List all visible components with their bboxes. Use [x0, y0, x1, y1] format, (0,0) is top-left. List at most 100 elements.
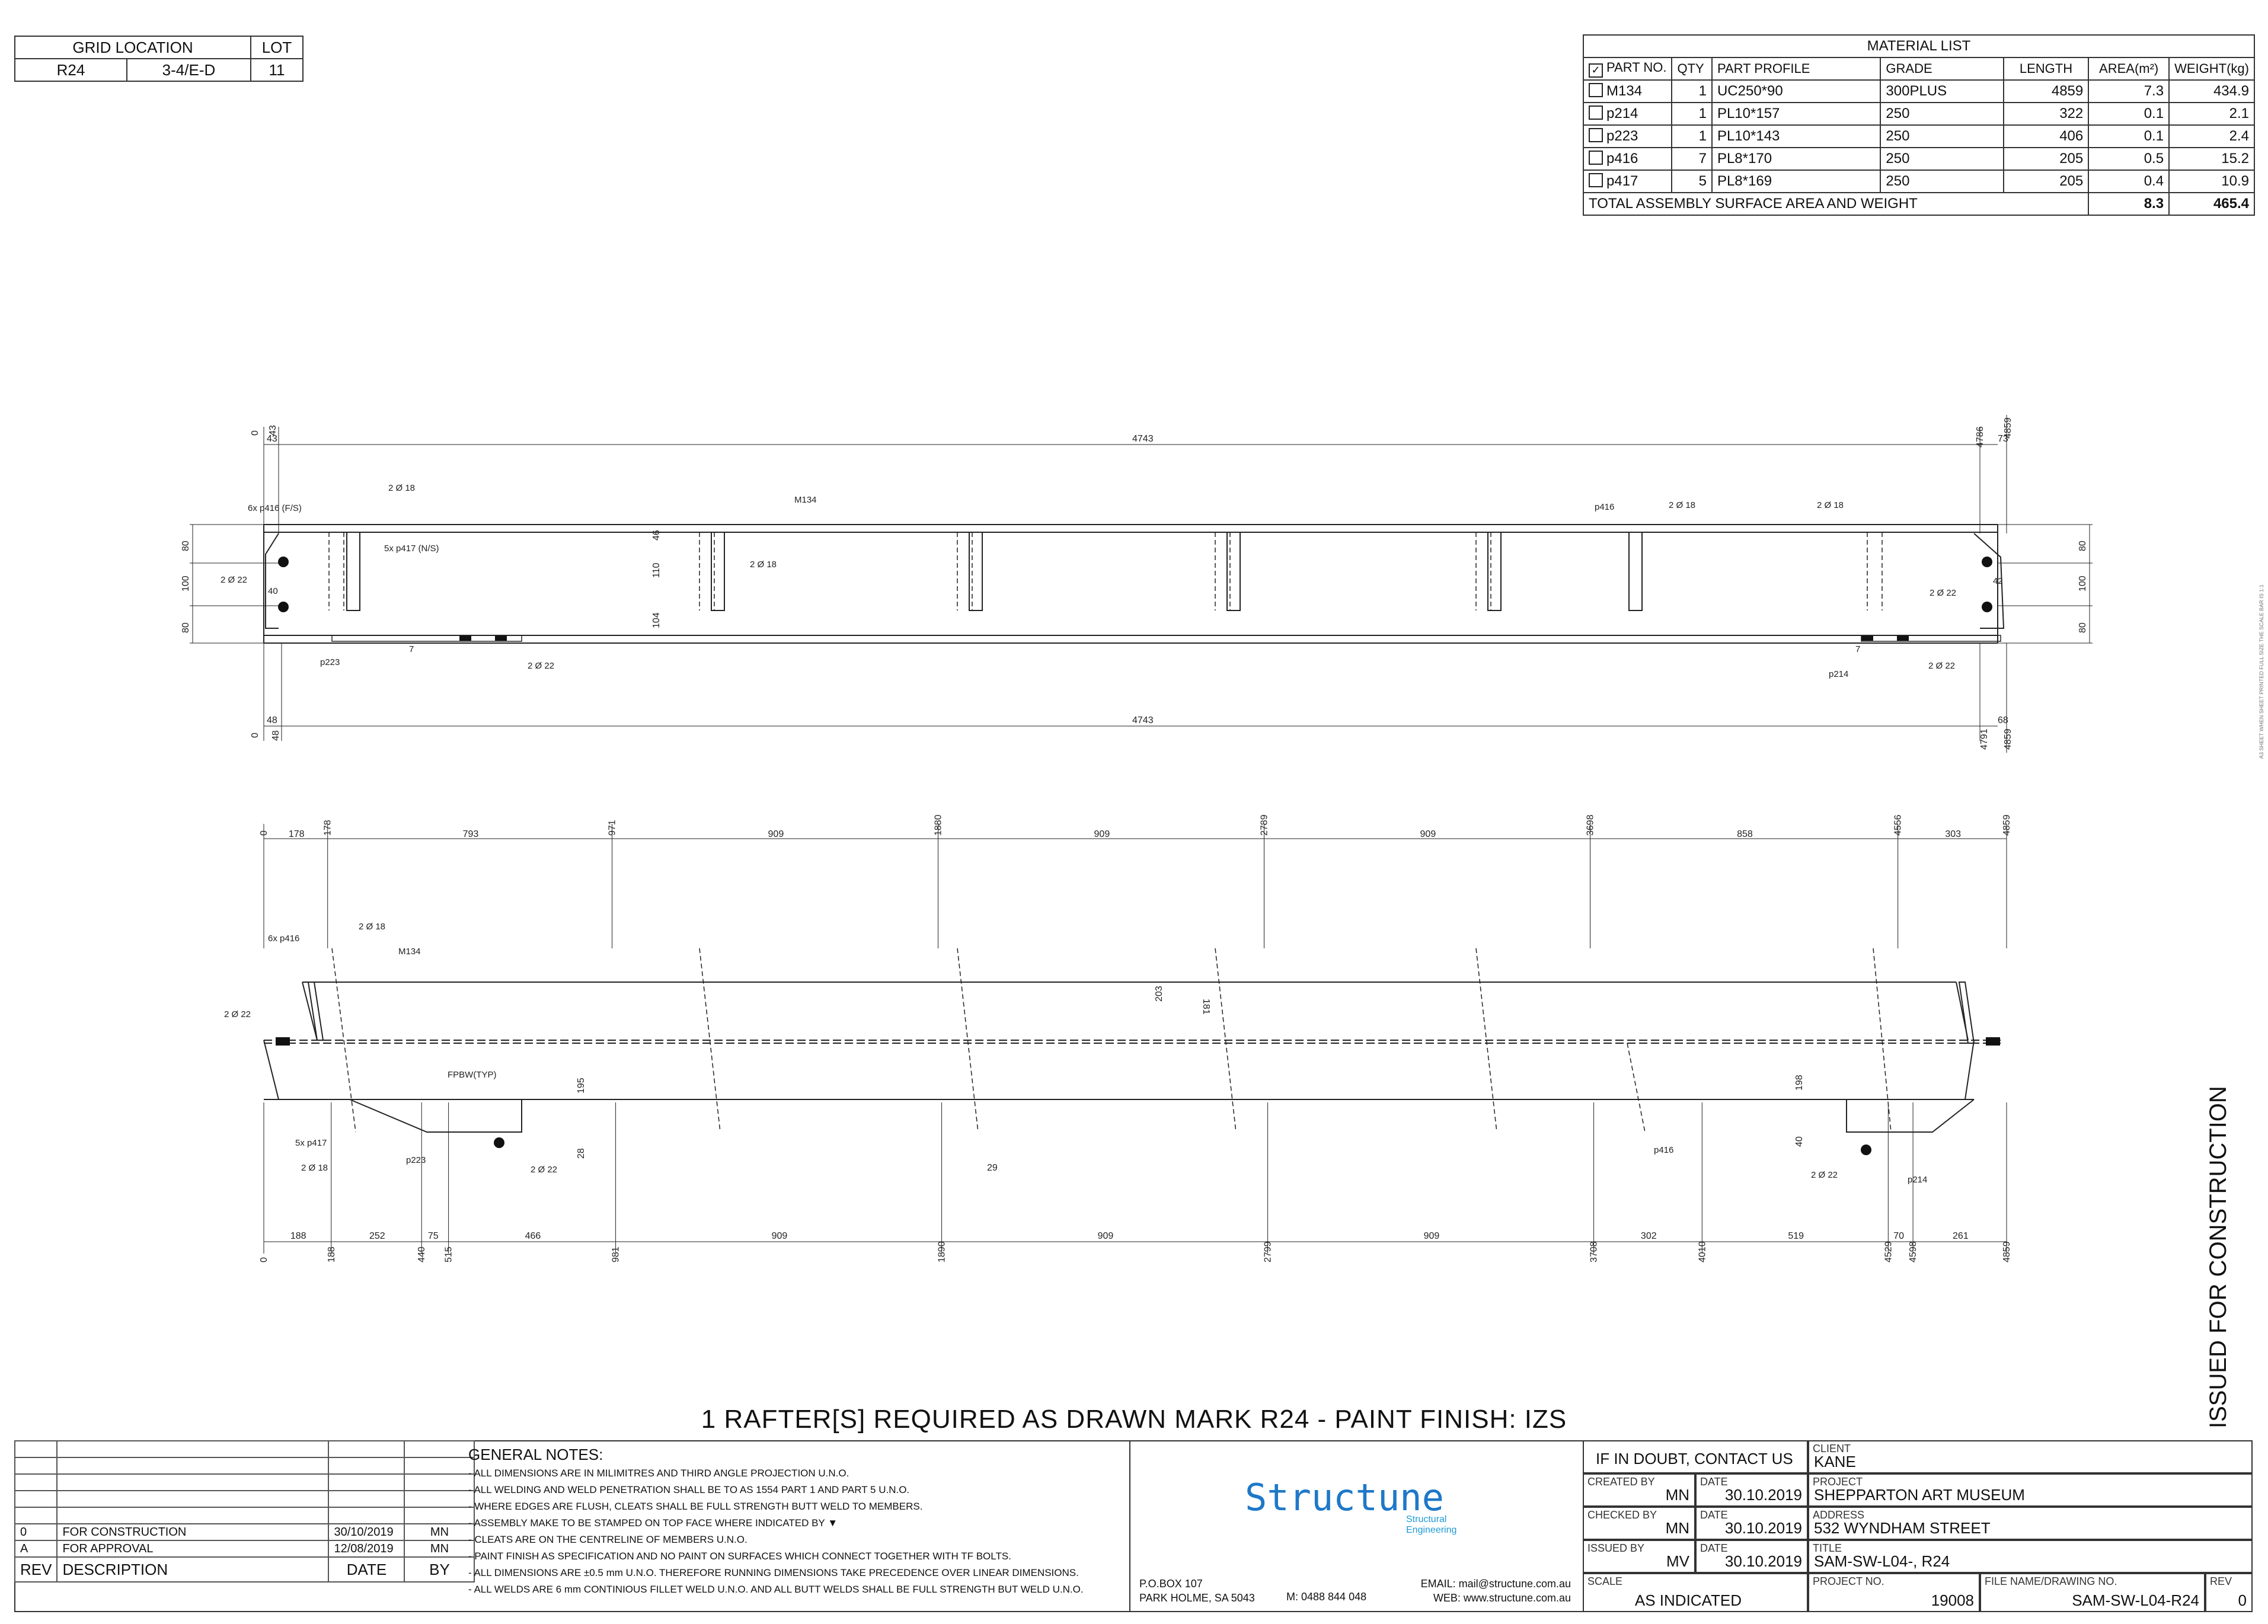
svg-text:40: 40 [1794, 1136, 1804, 1147]
issued-stamp: ISSUED FOR CONSTRUCTION [2205, 1086, 2231, 1428]
dim-right: 100 [2078, 576, 2088, 592]
dim-tick-label: 981 [611, 1246, 621, 1262]
total-area: 8.3 [2088, 192, 2170, 216]
grid-cell: R24 [14, 58, 127, 82]
dim-left: 80 [181, 622, 191, 633]
dim-span-label: 909 [1420, 829, 1436, 839]
svg-text:28: 28 [576, 1148, 586, 1159]
callout-label: 2 Ø 22 [1930, 588, 1956, 598]
doubt-cell: IF IN DOUBT, CONTACT US [1583, 1440, 1808, 1473]
issued-date: 30.10.2019 [1724, 1552, 1802, 1570]
svg-text:29: 29 [987, 1163, 998, 1173]
rev: 0 [2238, 1591, 2247, 1609]
total-weight: 465.4 [2168, 192, 2255, 216]
callout-label: 2 Ø 22 [528, 661, 554, 671]
checked-date: 30.10.2019 [1724, 1519, 1802, 1537]
dim-left: 80 [181, 541, 191, 551]
callout-label: 7 [1855, 644, 1860, 654]
project: SHEPPARTON ART MUSEUM [1814, 1486, 2025, 1504]
svg-text:203: 203 [1154, 986, 1164, 1002]
dim-span-label: 261 [1953, 1231, 1969, 1241]
callout-label: 5x p417 (N/S) [384, 544, 439, 554]
issued-by: MV [1666, 1552, 1689, 1570]
row-checkbox[interactable] [1589, 128, 1603, 142]
callout-label: p223 [320, 657, 340, 667]
scale: AS INDICATED [1634, 1591, 1742, 1609]
lot-value: 11 [250, 58, 304, 82]
row-checkbox[interactable] [1589, 83, 1603, 97]
callout-label: 2 Ø 22 [531, 1165, 557, 1175]
created-date: 30.10.2019 [1724, 1486, 1802, 1504]
callout-label: 2 Ø 18 [1817, 500, 1844, 510]
dim-left-top: 0 [250, 430, 260, 436]
file-name: SAM-SW-L04-R24 [2072, 1591, 2199, 1609]
dim-tick-label: 440 [417, 1246, 427, 1262]
drawing-title: 1 RAFTER[S] REQUIRED AS DRAWN MARK R24 -… [701, 1405, 1567, 1434]
total-row: TOTAL ASSEMBLY SURFACE AREA AND WEIGHT 8… [1582, 192, 2255, 216]
stamp-symbol-icon: ▼ [828, 1517, 838, 1529]
dim-left-top: 43 [267, 434, 277, 444]
dim-span-label: 302 [1641, 1231, 1657, 1241]
address: 532 WYNDHAM STREET [1814, 1519, 1991, 1537]
grid-location-header: GRID LOCATION [14, 36, 251, 59]
callout-label: 2 Ø 18 [359, 922, 385, 932]
callout-label: p214 [1908, 1175, 1927, 1185]
dim-span-label: 858 [1737, 829, 1753, 839]
general-notes: GENERAL NOTES: - ALL DIMENSIONS ARE IN M… [468, 1446, 1132, 1598]
select-all-checkbox[interactable]: ✓ [1589, 63, 1603, 78]
dim-right-bottom: 4791 [1979, 728, 1989, 750]
dim-span-label: 303 [1945, 829, 1961, 839]
callout-label: p223 [406, 1155, 426, 1165]
material-list-table: MATERIAL LIST ✓PART NO. QTY PART PROFILE… [1582, 34, 2255, 216]
note-item: - ALL DIMENSIONS ARE ±0.5 mm U.N.O. THER… [468, 1567, 1079, 1578]
dim-right: 80 [2078, 622, 2088, 633]
top-view [190, 415, 2093, 753]
lot-header: LOT [250, 36, 304, 59]
callout-label: 2 Ø 18 [1669, 500, 1695, 510]
dim-span-label: 466 [525, 1231, 541, 1241]
dim-span-label: 909 [1094, 829, 1110, 839]
total-label: TOTAL ASSEMBLY SURFACE AREA AND WEIGHT [1582, 192, 2090, 216]
callout-label: p416 [1595, 502, 1614, 512]
note-item: - ALL WELDS ARE 6 mm CONTINIOUS FILLET W… [468, 1584, 1084, 1595]
grid-location-table: GRID LOCATION LOT R24 3-4/E-D 11 [14, 36, 304, 82]
client: KANE [1814, 1453, 1856, 1470]
col-header: PART PROFILE [1711, 57, 1882, 81]
callout-label: p416 [1654, 1145, 1673, 1155]
note-item: - ALL DIMENSIONS ARE IN MILIMITRES AND T… [468, 1468, 849, 1479]
web-link[interactable]: WEB: www.structune.com.au [1433, 1592, 1571, 1604]
dim-span-label: 793 [463, 829, 479, 839]
company-phone: M: 0488 844 048 [1286, 1591, 1367, 1603]
note-item: - ALL WELDING AND WELD PENETRATION SHALL… [468, 1484, 910, 1495]
dim-left-top: 43 [268, 425, 278, 436]
dim-span-label: 909 [1098, 1231, 1114, 1241]
row-checkbox[interactable] [1589, 173, 1603, 187]
dim-tick-label: 188 [327, 1246, 337, 1262]
material-list-title: MATERIAL LIST [1583, 34, 2255, 58]
dim-mid: 110 [651, 562, 662, 578]
notes-title: GENERAL NOTES: [468, 1446, 603, 1463]
row-checkbox[interactable] [1589, 151, 1603, 165]
dim-left-bottom: 0 [250, 733, 260, 738]
callout-label: 6x p416 [268, 934, 299, 944]
dim-span-label: 252 [369, 1231, 385, 1241]
callout-label: M134 [794, 495, 817, 505]
col-header: AREA(m²) [2088, 57, 2170, 81]
callout-label: 7 [409, 644, 414, 654]
email-link[interactable]: EMAIL: mail@structune.com.au [1420, 1578, 1571, 1590]
dim-right-bottom: 4859 [2003, 728, 2013, 750]
project-no: 19008 [1931, 1591, 1974, 1609]
dim-span-label: 178 [289, 829, 305, 839]
callout-label: FPBW(TYP) [448, 1070, 497, 1080]
col-header: PART NO. [1606, 60, 1667, 75]
callout-label: M134 [398, 947, 421, 957]
row-checkbox[interactable] [1589, 106, 1603, 120]
created-by: MN [1665, 1486, 1689, 1504]
